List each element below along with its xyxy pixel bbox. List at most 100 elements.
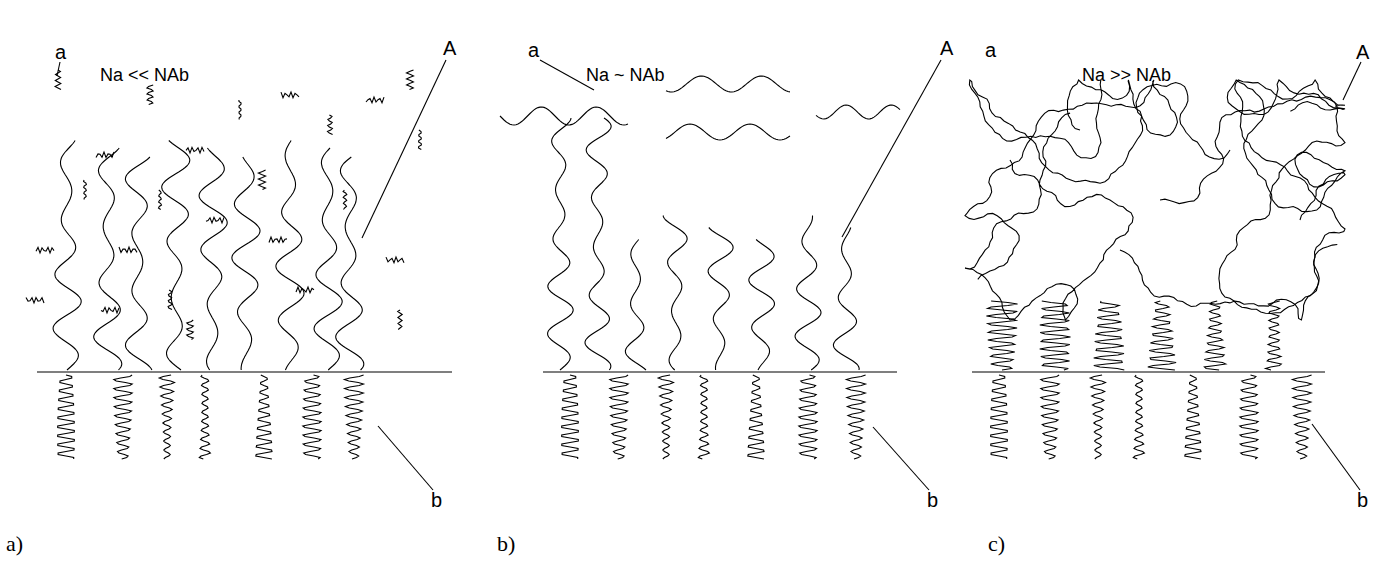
polymer-chain <box>986 301 1017 370</box>
polymer-chain <box>1160 96 1345 313</box>
polymer-chain <box>748 375 764 459</box>
polymer-chain <box>281 92 299 98</box>
polymer-chain <box>101 307 119 313</box>
polymer-chain <box>666 76 790 92</box>
polymer-chain <box>625 240 646 371</box>
grafting-surface <box>37 371 452 372</box>
polymer-chain <box>1292 375 1311 459</box>
polymer-chain <box>36 247 54 253</box>
leader-line <box>1343 62 1361 100</box>
polymer-chain <box>232 157 260 370</box>
polymer-chain <box>1240 375 1258 459</box>
polymer-chain <box>26 298 44 304</box>
polymer-chain <box>258 170 265 190</box>
polymer-chain <box>969 80 1142 183</box>
polymer-chain <box>168 290 172 310</box>
part-label: b <box>1357 490 1368 510</box>
polymer-chain <box>708 228 733 371</box>
polymer-chain <box>1148 301 1176 370</box>
polymer-chain <box>398 310 403 330</box>
polymer-chain <box>187 320 194 340</box>
polymer-chain <box>328 115 333 135</box>
polymer-chain <box>562 375 579 459</box>
polymer-chain <box>1094 301 1125 370</box>
polymer-chain <box>386 257 404 263</box>
polymer-chain <box>1204 301 1225 370</box>
polymer-chain <box>186 147 204 153</box>
polymer-chain <box>1185 375 1201 459</box>
polymer-chain <box>343 190 347 210</box>
polymer-chain <box>658 375 673 459</box>
polymer-chain <box>84 180 87 200</box>
part-label: A <box>940 38 953 58</box>
polymer-chain <box>749 240 775 371</box>
polymer-chain <box>199 148 227 370</box>
polymer-chain <box>94 148 122 370</box>
polymer-chain <box>162 141 190 371</box>
polymer-chain <box>53 141 81 371</box>
part-label: a <box>528 40 539 60</box>
panel-letter: c) <box>988 533 1005 555</box>
polymer-chain <box>419 130 422 150</box>
polymer-chain <box>833 228 859 371</box>
polymer-chain <box>256 375 272 459</box>
polymer-chain <box>206 217 224 223</box>
polymer-chain <box>698 375 709 459</box>
polymer-chain <box>799 375 817 459</box>
polymer-chain <box>276 141 304 371</box>
polymer-chain <box>548 118 574 370</box>
polymer-chain <box>1133 375 1144 459</box>
polymer-chain <box>1120 80 1345 320</box>
polymer-chain <box>147 85 153 105</box>
polymer-chain <box>366 97 384 103</box>
polymer-chain <box>610 375 628 459</box>
polymer-chain <box>314 148 342 370</box>
leader-line <box>873 427 929 490</box>
leader-line <box>842 60 941 237</box>
polymer-chain <box>296 287 314 293</box>
polymer-chain <box>159 375 174 459</box>
polymer-chain <box>1040 301 1071 370</box>
part-label: b <box>431 490 442 510</box>
polymer-chain <box>119 247 137 252</box>
leader-line <box>540 60 594 90</box>
part-label: A <box>1356 42 1369 62</box>
polymer-chain <box>1041 375 1059 459</box>
polymer-chain <box>344 375 363 459</box>
leader-line <box>378 426 433 490</box>
part-label: a <box>55 42 66 62</box>
leader-line <box>57 62 60 76</box>
polymer-chain <box>795 216 821 371</box>
polymer-chain <box>303 375 321 459</box>
grafting-surface <box>972 371 1325 372</box>
polymer-chain <box>965 80 1230 279</box>
polymer-chain <box>269 237 287 243</box>
polymer-chain <box>666 124 790 140</box>
polymer-chain <box>663 216 687 371</box>
part-label: b <box>927 490 938 510</box>
polymer-chain <box>1090 375 1105 459</box>
polymer-chain <box>407 70 414 90</box>
polymer-chain <box>58 375 75 459</box>
polymer-chain <box>1227 80 1345 220</box>
grafting-surface <box>543 371 897 372</box>
part-label: A <box>443 38 456 58</box>
polymer-chain <box>125 157 151 370</box>
polymer-chain <box>816 105 900 119</box>
polymer-chain <box>114 375 132 459</box>
polymer-chain <box>500 107 628 125</box>
polymer-chain <box>199 375 210 459</box>
polymer-chain <box>1266 301 1282 370</box>
polymer-chain <box>846 375 865 459</box>
heading: Na >> NAb <box>1082 66 1171 84</box>
heading: Na << NAb <box>100 66 189 84</box>
polymer-chain <box>965 113 1133 320</box>
polymer-chain <box>159 190 162 210</box>
polymer-chain <box>96 152 114 158</box>
leader-line <box>362 60 446 238</box>
panel-letter: a) <box>6 533 23 555</box>
polymer-chain <box>991 375 1008 459</box>
panel-letter: b) <box>497 533 515 555</box>
leader-line <box>1312 424 1360 490</box>
